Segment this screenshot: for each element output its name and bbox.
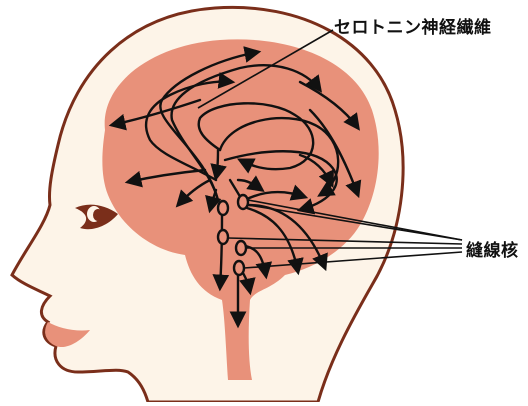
eye-iris — [93, 209, 103, 221]
raphe-nucleus — [218, 201, 228, 215]
raphe-nucleus — [234, 261, 244, 275]
raphe-nucleus — [218, 230, 228, 244]
raphe-nucleus — [236, 241, 246, 255]
serotonin-fibers-label: セロトニン神経繊維 — [334, 13, 492, 38]
raphe-nucleus — [238, 195, 248, 209]
raphe-nuclei-label: 縫線核 — [466, 236, 519, 261]
